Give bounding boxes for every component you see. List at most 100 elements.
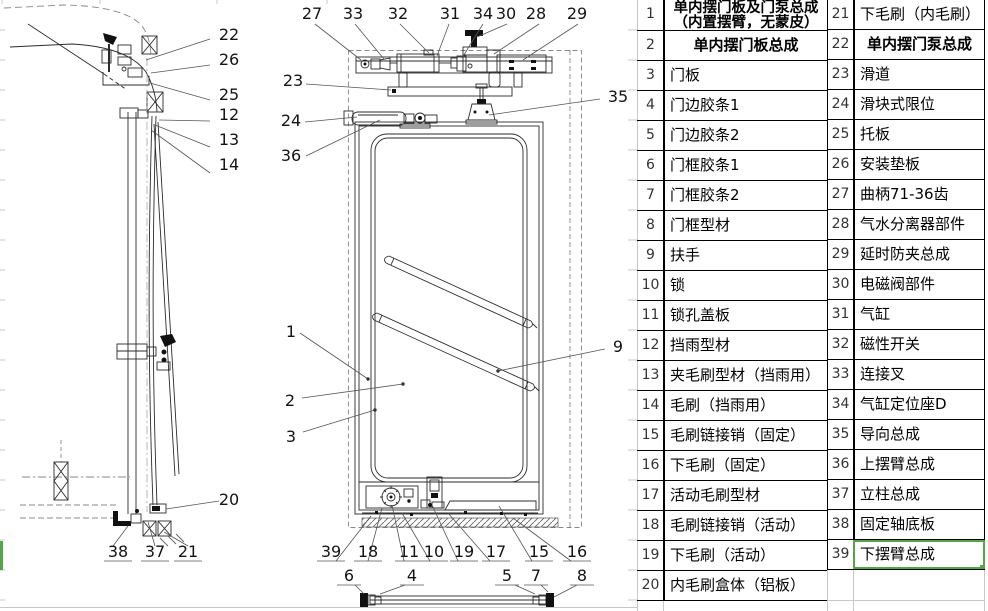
part-number-cell[interactable]: 39 bbox=[827, 540, 853, 569]
part-number-cell[interactable]: 12 bbox=[637, 331, 663, 360]
part-number-cell[interactable]: 33 bbox=[827, 360, 853, 389]
callout-11: 11 bbox=[399, 542, 419, 561]
part-number-cell[interactable]: 5 bbox=[637, 121, 663, 150]
part-name-cell[interactable]: 毛刷（挡雨用） bbox=[663, 391, 827, 420]
part-number-cell[interactable]: 11 bbox=[637, 301, 663, 330]
part-name-cell[interactable]: 门板 bbox=[663, 61, 827, 90]
part-number-cell[interactable]: 22 bbox=[827, 30, 853, 59]
part-name-cell[interactable]: 扶手 bbox=[663, 241, 827, 270]
part-number-cell[interactable]: 16 bbox=[637, 451, 663, 480]
part-name-cell[interactable]: 锁孔盖板 bbox=[663, 301, 827, 330]
part-number-cell[interactable]: 26 bbox=[827, 150, 853, 179]
part-name-cell[interactable]: 门框胶条1 bbox=[663, 151, 827, 180]
part-number-cell[interactable]: 24 bbox=[827, 90, 853, 119]
part-name-cell[interactable]: 下毛刷（活动） bbox=[663, 541, 827, 570]
part-number-cell[interactable]: 32 bbox=[827, 330, 853, 359]
part-name-cell[interactable]: 电磁阀部件 bbox=[853, 270, 985, 299]
part-name-cell[interactable]: 毛刷链接销（固定） bbox=[663, 421, 827, 450]
callout-15: 15 bbox=[529, 542, 549, 561]
part-number-cell[interactable]: 17 bbox=[637, 481, 663, 510]
part-name-cell[interactable]: 托板 bbox=[853, 120, 985, 149]
empty-cell[interactable] bbox=[853, 601, 985, 611]
part-name-cell[interactable]: 单内摆门板及门泵总成（内置摆臂，无蒙皮） bbox=[663, 0, 827, 30]
part-number-cell[interactable]: 10 bbox=[637, 271, 663, 300]
part-name-cell[interactable]: 气水分离器部件 bbox=[853, 210, 985, 239]
part-number-cell[interactable]: 23 bbox=[827, 60, 853, 89]
callout-27: 27 bbox=[302, 4, 322, 23]
part-name-cell[interactable]: 锁 bbox=[663, 271, 827, 300]
part-name-cell[interactable]: 单内摆门泵总成 bbox=[853, 30, 985, 59]
part-name-cell[interactable]: 气缸定位座D bbox=[853, 390, 985, 419]
part-number-cell[interactable]: 8 bbox=[637, 211, 663, 240]
part-number-cell[interactable]: 1 bbox=[637, 0, 663, 30]
part-number-cell[interactable]: 34 bbox=[827, 390, 853, 419]
part-number-cell[interactable]: 2 bbox=[637, 31, 663, 60]
front-view-drawing bbox=[343, 30, 582, 528]
part-number-cell[interactable]: 13 bbox=[637, 361, 663, 390]
part-name-cell[interactable]: 夹毛刷型材（挡雨用） bbox=[663, 361, 827, 390]
part-name-cell[interactable]: 门边胶条1 bbox=[663, 91, 827, 120]
part-name-cell[interactable]: 立柱总成 bbox=[853, 480, 985, 509]
part-number-cell[interactable]: 30 bbox=[827, 270, 853, 299]
part-number-cell[interactable]: 6 bbox=[637, 151, 663, 180]
part-number-cell[interactable]: 18 bbox=[637, 511, 663, 540]
empty-spreadsheet-row[interactable] bbox=[827, 570, 985, 601]
spreadsheet-gridlines bbox=[0, 0, 637, 608]
part-name-cell[interactable]: 连接叉 bbox=[853, 360, 985, 389]
part-number-cell[interactable]: 31 bbox=[827, 300, 853, 329]
empty-spreadsheet-row[interactable] bbox=[827, 601, 985, 611]
part-name-cell[interactable]: 门框型材 bbox=[663, 211, 827, 240]
part-number-cell[interactable]: 20 bbox=[637, 571, 663, 600]
part-number-cell[interactable]: 14 bbox=[637, 391, 663, 420]
empty-cell[interactable] bbox=[827, 570, 853, 600]
part-number-cell[interactable]: 4 bbox=[637, 91, 663, 120]
empty-cell[interactable] bbox=[827, 601, 853, 611]
part-number-cell[interactable]: 3 bbox=[637, 61, 663, 90]
part-name-cell[interactable]: 门框胶条2 bbox=[663, 181, 827, 210]
part-number-cell[interactable]: 15 bbox=[637, 421, 663, 450]
empty-cell[interactable] bbox=[637, 601, 663, 611]
part-name-cell[interactable]: 曲柄71-36齿 bbox=[853, 180, 985, 209]
empty-cell[interactable] bbox=[853, 570, 985, 600]
part-name-cell[interactable]: 上摆臂总成 bbox=[853, 450, 985, 479]
part-number-cell[interactable]: 38 bbox=[827, 510, 853, 539]
part-name-cell[interactable]: 滑块式限位 bbox=[853, 90, 985, 119]
selected-cell[interactable]: 下摆臂总成 bbox=[853, 540, 985, 569]
part-number-cell[interactable]: 36 bbox=[827, 450, 853, 479]
part-name-cell[interactable]: 延时防夹总成 bbox=[853, 240, 985, 269]
part-name-cell[interactable]: 固定轴底板 bbox=[853, 510, 985, 539]
part-number-cell[interactable]: 9 bbox=[637, 241, 663, 270]
part-name-cell[interactable]: 门边胶条2 bbox=[663, 121, 827, 150]
part-name-cell[interactable]: 滑道 bbox=[853, 60, 985, 89]
part-name-cell[interactable]: 毛刷链接销（活动） bbox=[663, 511, 827, 540]
part-name-cell[interactable]: 单内摆门板总成 bbox=[663, 31, 827, 60]
part-name-cell[interactable]: 下毛刷（固定） bbox=[663, 451, 827, 480]
part-number-cell[interactable]: 19 bbox=[637, 541, 663, 570]
part-name-cell[interactable]: 内毛刷盒体（铝板） bbox=[663, 571, 827, 600]
part-name-cell[interactable]: 活动毛刷型材 bbox=[663, 481, 827, 510]
callout-16: 16 bbox=[567, 542, 587, 561]
part-number-cell[interactable]: 7 bbox=[637, 181, 663, 210]
part-number-cell[interactable]: 27 bbox=[827, 180, 853, 209]
callout-34: 34 bbox=[473, 4, 493, 23]
part-name-cell[interactable]: 磁性开关 bbox=[853, 330, 985, 359]
empty-spreadsheet-row[interactable] bbox=[637, 601, 827, 611]
part-name-cell[interactable]: 挡雨型材 bbox=[663, 331, 827, 360]
part-number-cell[interactable]: 28 bbox=[827, 210, 853, 239]
part-number-cell[interactable]: 37 bbox=[827, 480, 853, 509]
part-number-cell[interactable]: 21 bbox=[827, 0, 853, 29]
part-name-cell[interactable]: 下毛刷（内毛刷） bbox=[853, 0, 985, 29]
part-name-cell[interactable]: 气缸 bbox=[853, 300, 985, 329]
empty-cell[interactable] bbox=[663, 601, 827, 611]
part-number-cell[interactable]: 29 bbox=[827, 240, 853, 269]
callout-24: 24 bbox=[281, 111, 301, 130]
part-name-cell[interactable]: 安装垫板 bbox=[853, 150, 985, 179]
part-name-cell[interactable]: 导向总成 bbox=[853, 420, 985, 449]
part-number-cell[interactable]: 35 bbox=[827, 420, 853, 449]
part-number-cell[interactable]: 25 bbox=[827, 120, 853, 149]
drawing-image[interactable]: 2226251213142038372127333231343028292324… bbox=[0, 0, 637, 611]
